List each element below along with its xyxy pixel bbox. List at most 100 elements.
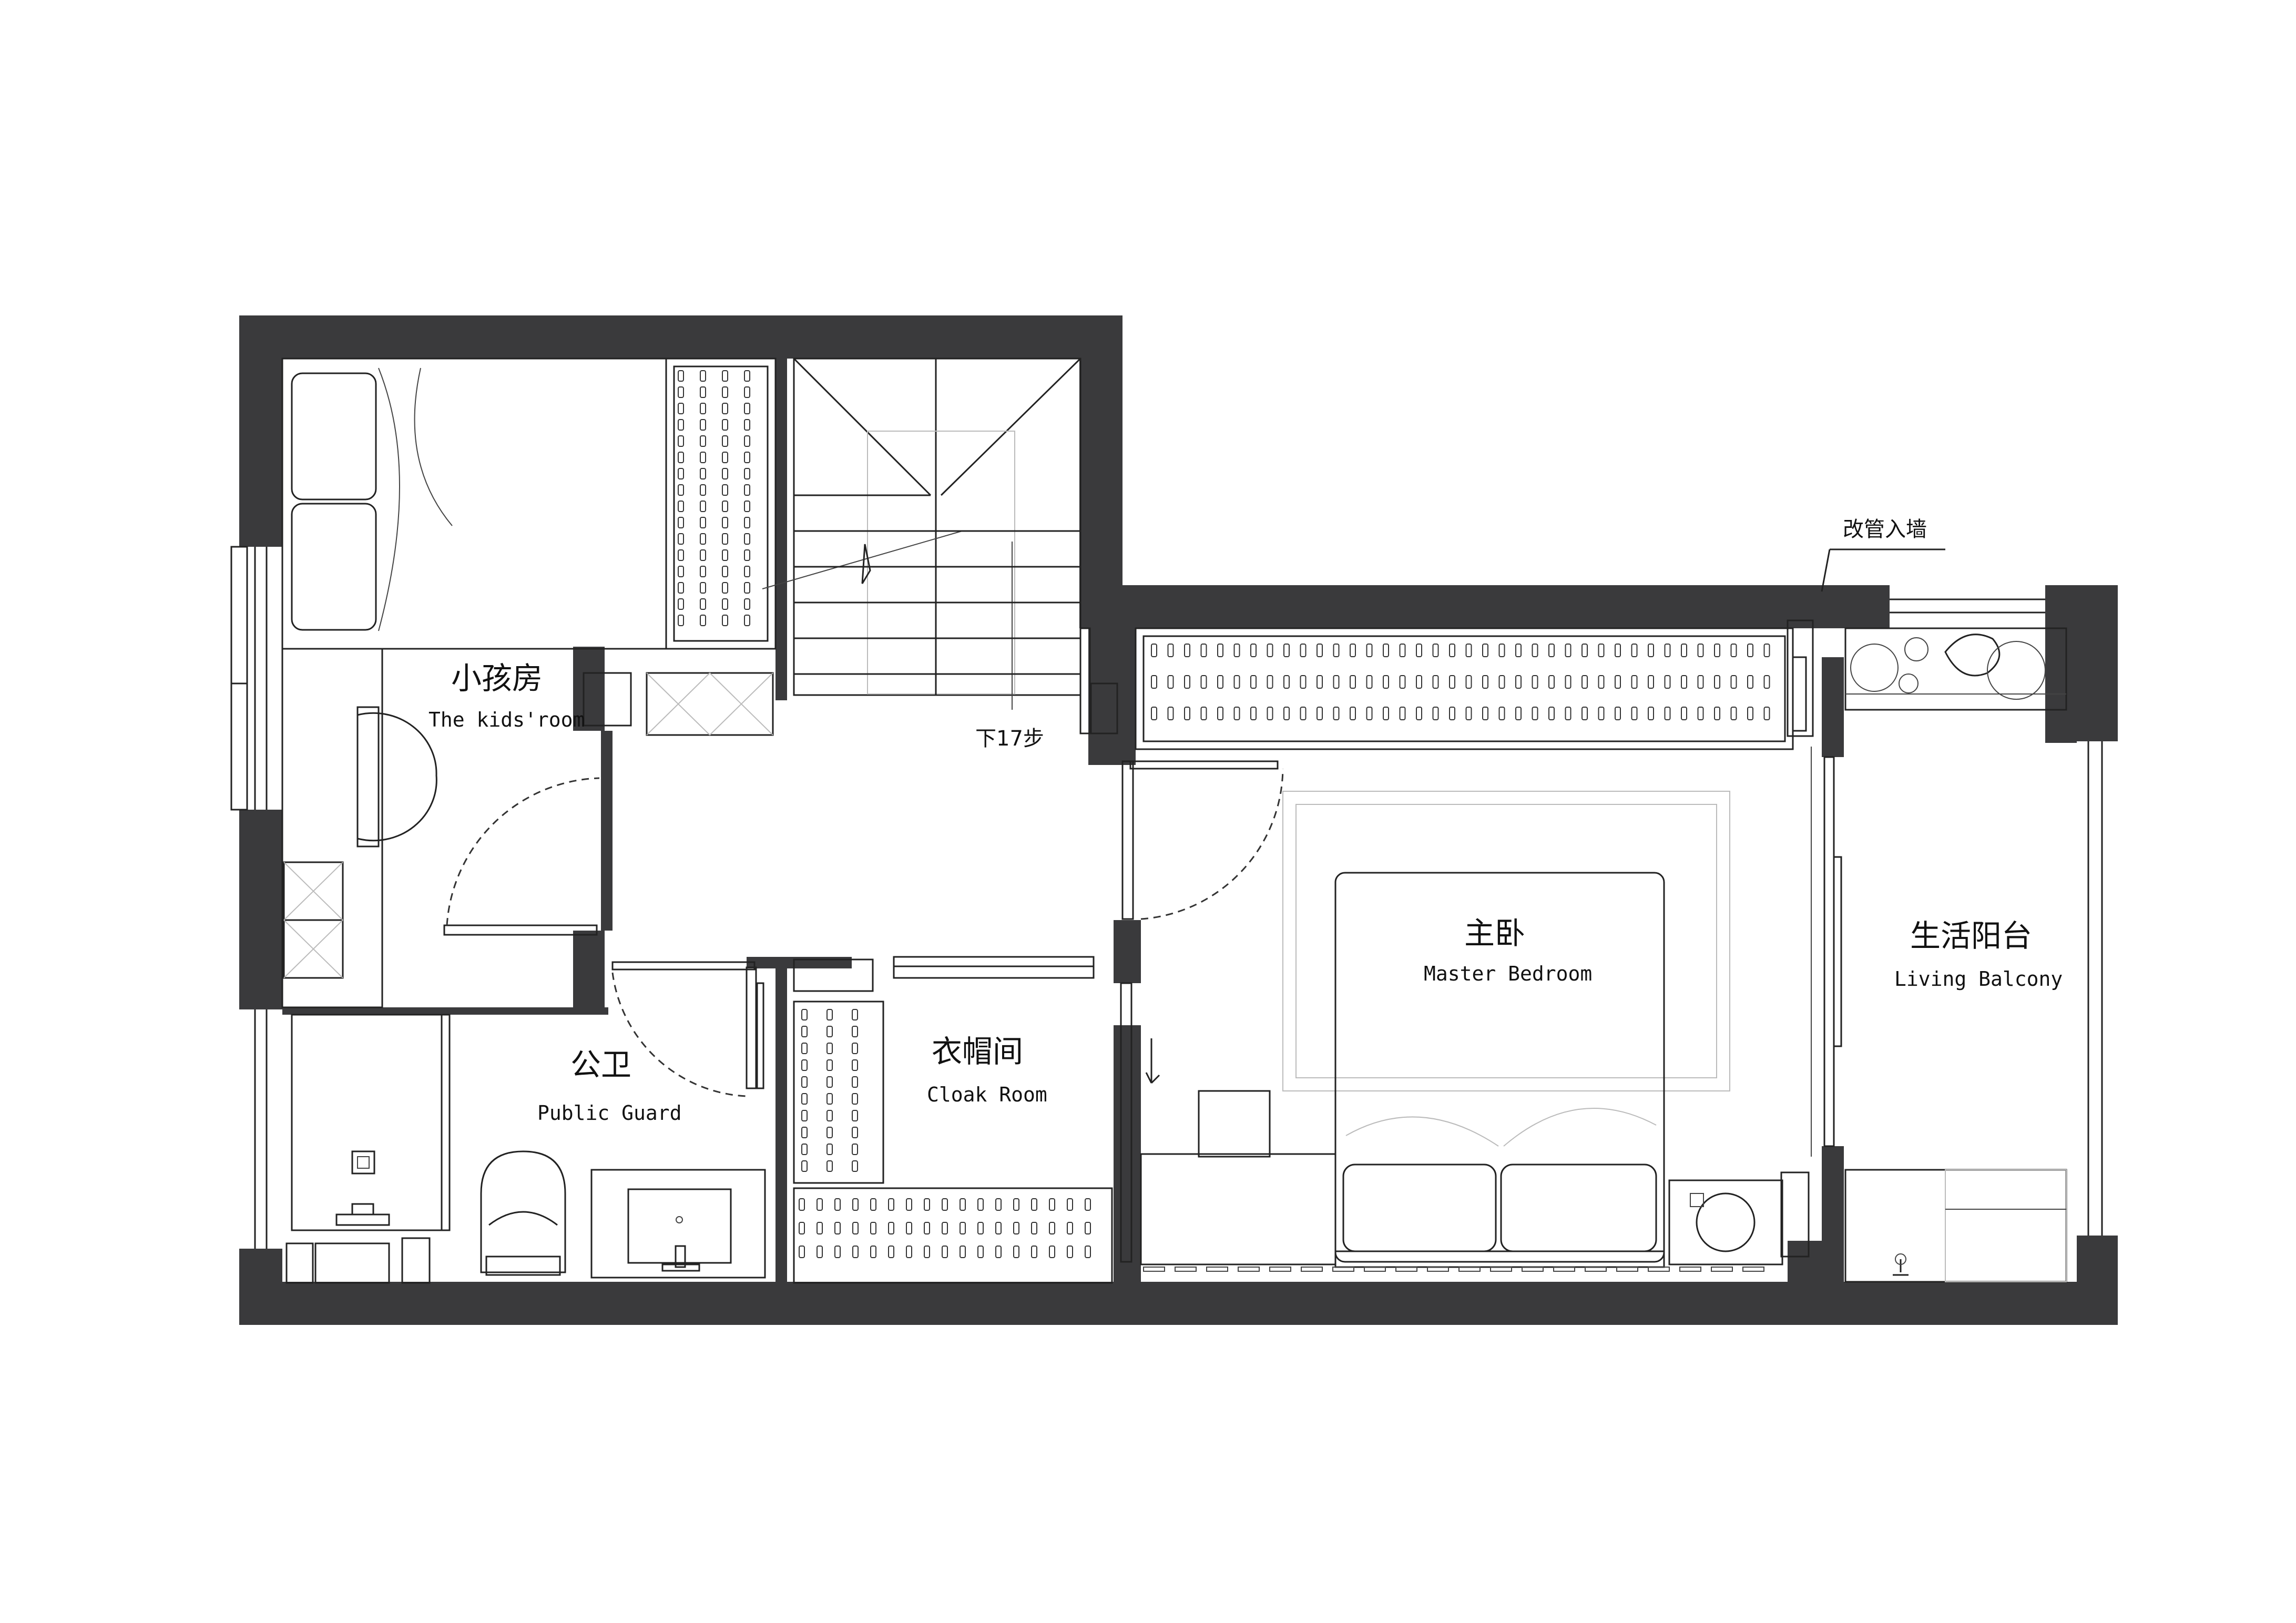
hanger [1598, 707, 1605, 720]
hanger [1013, 1222, 1019, 1234]
hanger [1730, 644, 1737, 657]
hanger [852, 1009, 858, 1020]
hanger [1664, 675, 1671, 689]
hanger [700, 452, 706, 463]
hanger [942, 1222, 948, 1234]
hanger [1184, 707, 1190, 720]
hanger [1548, 644, 1555, 657]
hanger [817, 1222, 823, 1234]
hanger [817, 1198, 823, 1211]
hanger [722, 452, 728, 463]
hanger [995, 1198, 1002, 1211]
hanger [744, 435, 750, 447]
led-segment [1458, 1267, 1481, 1272]
hanger [1366, 644, 1373, 657]
hanger [995, 1246, 1002, 1258]
led-segment [1332, 1267, 1354, 1272]
hanger [1681, 707, 1687, 720]
hanger [1449, 644, 1455, 657]
hanger [1515, 675, 1522, 689]
hanger [744, 468, 750, 479]
shower-area [285, 1014, 451, 1284]
hanger [834, 1222, 841, 1234]
hanger [678, 435, 684, 447]
led-segment [1301, 1267, 1323, 1272]
public-guard-label-cn: 公卫 [570, 1047, 631, 1083]
hanger [960, 1246, 966, 1258]
hanger [826, 1093, 833, 1105]
hanger [1416, 644, 1422, 657]
room-labels: 小孩房 The kids'room 公卫 Public Guard 衣帽间 Cl… [428, 517, 2063, 1125]
hanger [744, 501, 750, 512]
hanger [801, 1026, 808, 1037]
cloak-room-label-en: Cloak Room [927, 1083, 1047, 1106]
led-segment [1679, 1267, 1701, 1272]
hanger [678, 484, 684, 496]
hanger [1366, 707, 1373, 720]
hanger [1763, 644, 1770, 657]
hanger [826, 1127, 833, 1138]
kids-closet [583, 672, 774, 736]
hanger [826, 1026, 833, 1037]
hanger [1714, 675, 1720, 689]
hanger [906, 1246, 912, 1258]
hanger [1730, 707, 1737, 720]
hanger [700, 501, 706, 512]
hanger [1399, 707, 1406, 720]
desk-and-chair [1140, 1038, 1336, 1265]
hanger [1565, 644, 1572, 657]
hanger [852, 1160, 858, 1172]
vanity-sink [590, 1169, 766, 1279]
stairs-landing-details [1079, 627, 1118, 734]
hanger [722, 533, 728, 545]
hanger [1167, 644, 1174, 657]
hanger [1300, 707, 1307, 720]
master-wardrobe [1135, 619, 1814, 750]
hanger [1300, 644, 1307, 657]
hanger [722, 549, 728, 561]
hanger [1416, 675, 1422, 689]
hanger [852, 1110, 858, 1121]
hanger [1350, 675, 1356, 689]
hanger [1200, 707, 1207, 720]
hanger [744, 484, 750, 496]
led-segment [1143, 1267, 1165, 1272]
led-segment [1395, 1267, 1417, 1272]
hanger [1151, 675, 1157, 689]
hanger [801, 1043, 808, 1054]
hanger [744, 566, 750, 577]
balcony-sliding-door [1811, 747, 1842, 1157]
hanger [1300, 675, 1307, 689]
hanger [1548, 675, 1555, 689]
hanger [852, 1059, 858, 1071]
led-segment [1175, 1267, 1197, 1272]
hanger [1449, 707, 1455, 720]
public-guard-label-en: Public Guard [537, 1101, 682, 1125]
hanger [744, 403, 750, 414]
hanger [1449, 675, 1455, 689]
hanger [834, 1246, 841, 1258]
hanger [1697, 644, 1704, 657]
kids-door [443, 777, 600, 936]
hanger [799, 1222, 805, 1234]
hanger [700, 615, 706, 626]
hanger [1763, 675, 1770, 689]
hanger [1233, 675, 1240, 689]
kids-desk [281, 648, 437, 1008]
hanger [1283, 707, 1290, 720]
hanger [977, 1246, 984, 1258]
hanger [1167, 707, 1174, 720]
hanger [1615, 675, 1621, 689]
hanger [700, 419, 706, 431]
hanger [1317, 707, 1323, 720]
hanger [678, 615, 684, 626]
led-segment [1490, 1267, 1512, 1272]
hanger [1565, 707, 1572, 720]
hanger [834, 1198, 841, 1211]
hanger [1631, 644, 1638, 657]
cloak-room-cabinets [793, 956, 1113, 1284]
hanger [1383, 675, 1389, 689]
hanger [1049, 1198, 1055, 1211]
led-segment [1742, 1267, 1764, 1272]
